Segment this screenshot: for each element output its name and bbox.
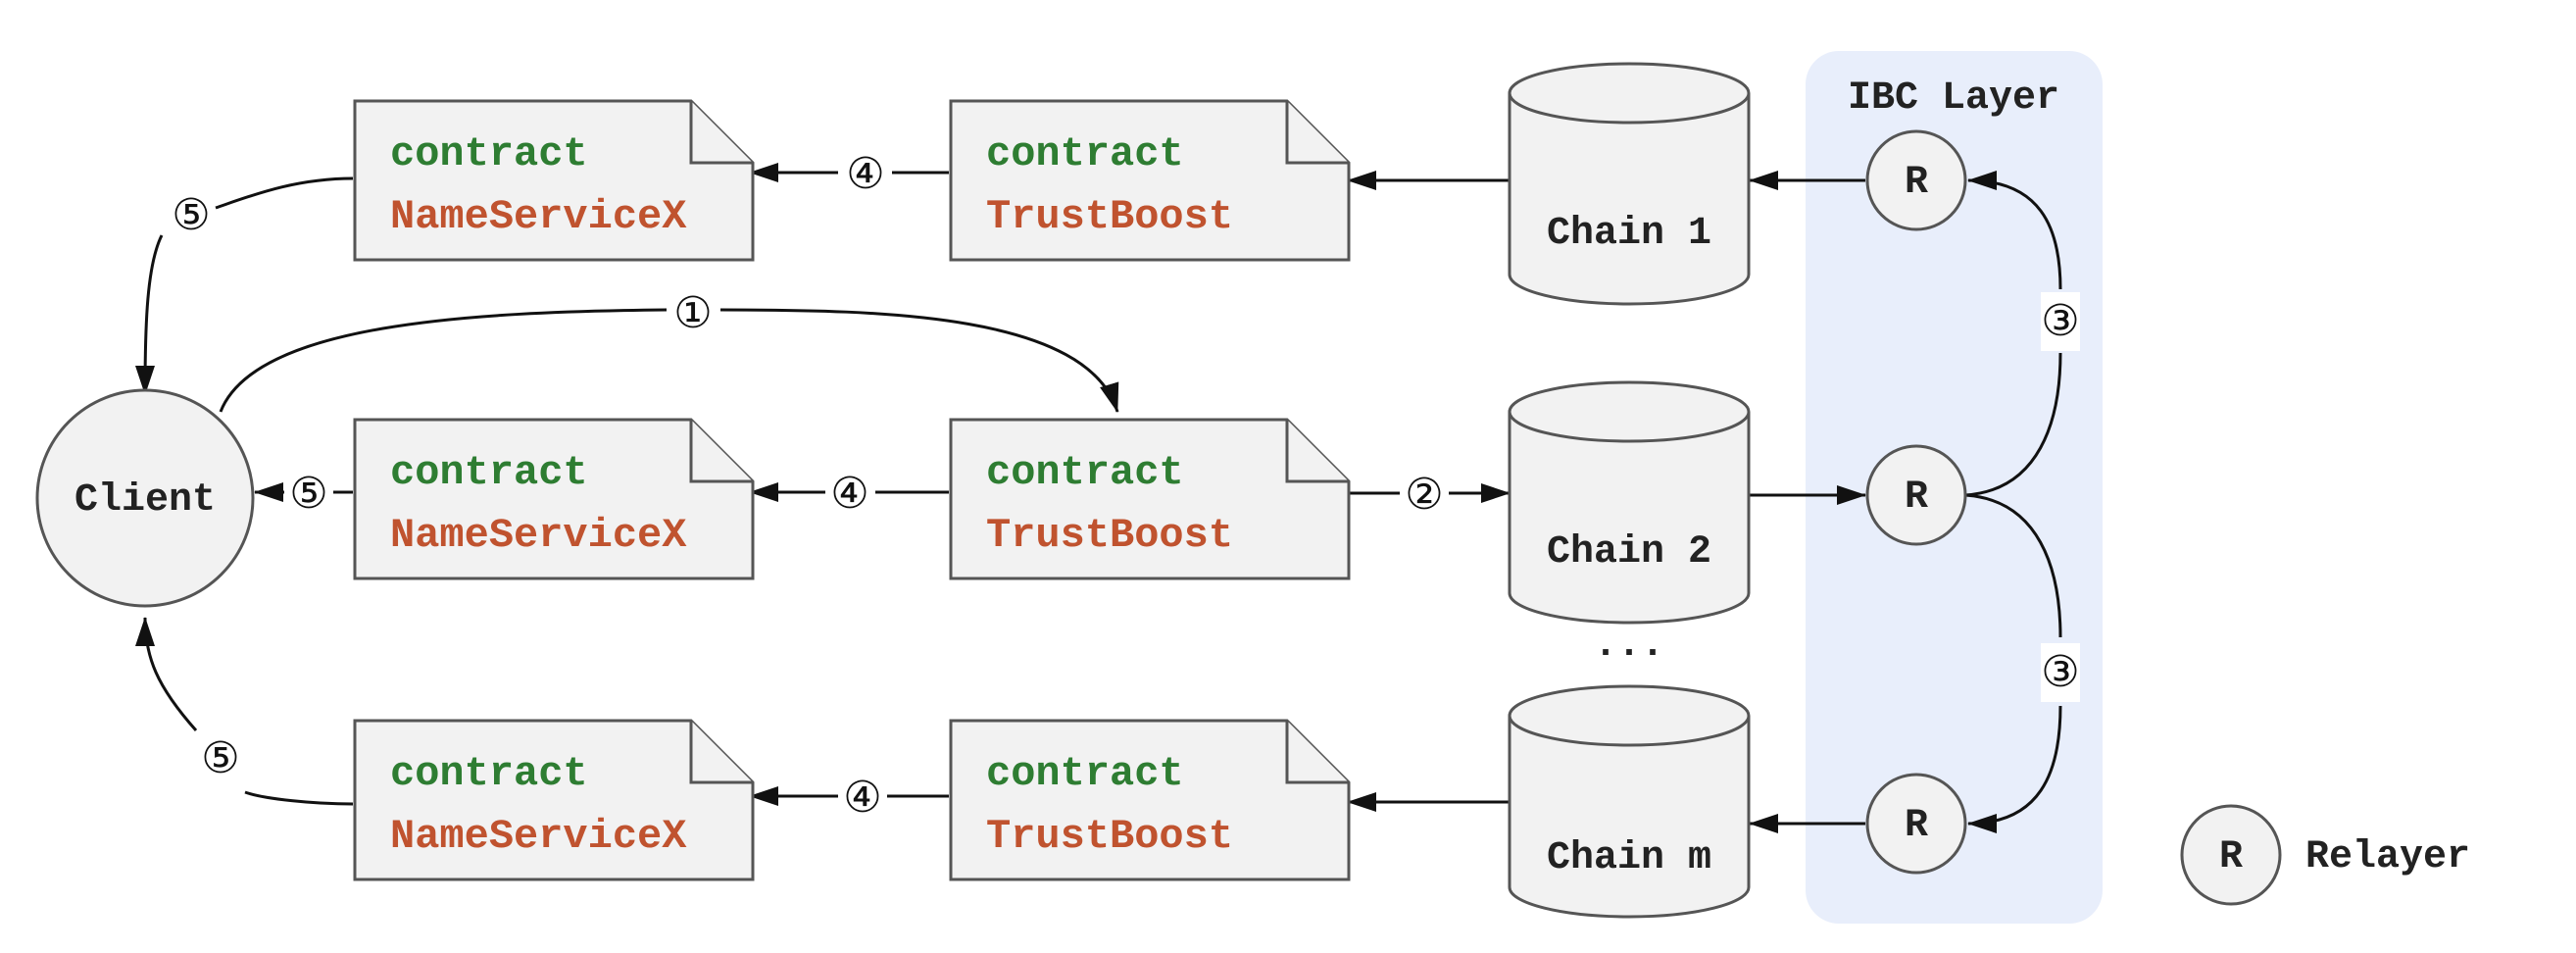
svg-text:③: ③ xyxy=(2041,647,2079,697)
chain-1-cylinder: Chain 1 xyxy=(1508,62,1751,306)
client-node xyxy=(35,388,255,608)
contract-keyword: contract xyxy=(390,130,588,177)
trustboost-contract-1: contract TrustBoost xyxy=(949,99,1351,262)
step-marker-5-row2: ⑤ xyxy=(285,469,332,519)
step-marker-3-upper: ③ xyxy=(2041,292,2080,351)
step-marker-4-rowm: ④ xyxy=(839,773,886,823)
legend-symbol-text: R xyxy=(2219,835,2243,879)
trustboost-name: TrustBoost xyxy=(986,193,1233,240)
edge-relayer2-relayer1 xyxy=(1965,180,2062,497)
contract-keyword: contract xyxy=(986,750,1184,797)
relayer-m: R xyxy=(1865,773,1967,875)
svg-text:②: ② xyxy=(1405,470,1443,520)
contract-keyword: contract xyxy=(390,750,588,797)
svg-text:①: ① xyxy=(673,288,712,338)
step-marker-4-row2: ④ xyxy=(826,469,873,519)
trustboost-contract-m: contract TrustBoost xyxy=(949,719,1351,881)
nameservice-contract-2: contract NameServiceX xyxy=(353,418,755,580)
svg-text:⑤: ⑤ xyxy=(289,469,327,519)
step-marker-4-row1: ④ xyxy=(842,149,889,199)
chain-label: Chain 2 xyxy=(1547,530,1711,575)
step-marker-5-rowm: ⑤ xyxy=(197,733,244,783)
svg-text:④: ④ xyxy=(830,469,868,519)
relayer-1: R xyxy=(1865,129,1967,231)
chain-ellipsis: ... xyxy=(1594,624,1664,668)
relayer-symbol: R xyxy=(1905,804,1928,848)
nameservice-name: NameServiceX xyxy=(390,813,687,860)
step-marker-3-lower: ③ xyxy=(2041,643,2080,702)
chain-m-cylinder: Chain m xyxy=(1508,684,1751,919)
nameservice-name: NameServiceX xyxy=(390,512,687,559)
svg-text:④: ④ xyxy=(843,773,881,823)
trustboost-name: TrustBoost xyxy=(986,512,1233,559)
step-marker-5-row1: ⑤ xyxy=(168,190,215,240)
legend-relayer-symbol xyxy=(2180,804,2282,906)
contract-keyword: contract xyxy=(986,449,1184,496)
svg-text:⑤: ⑤ xyxy=(172,190,210,240)
contract-keyword: contract xyxy=(986,130,1184,177)
legend-label: Relayer xyxy=(2305,835,2470,879)
relayer-2: R xyxy=(1865,444,1967,546)
svg-text:④: ④ xyxy=(846,149,884,199)
chain-2-cylinder: Chain 2 xyxy=(1508,380,1751,625)
trustboost-name: TrustBoost xyxy=(986,813,1233,860)
svg-text:⑤: ⑤ xyxy=(201,733,239,783)
relayer-symbol: R xyxy=(1905,161,1928,205)
nameservice-name: NameServiceX xyxy=(390,193,687,240)
chain-label: Chain 1 xyxy=(1547,212,1711,256)
legend: R Relayer xyxy=(2180,804,2470,906)
relayer-symbol: R xyxy=(1905,476,1928,520)
edge-relayer2-relayerm xyxy=(1965,493,2062,824)
edge-client-trustboost2 xyxy=(219,308,1117,412)
client-label: Client xyxy=(74,478,216,523)
chain-label: Chain m xyxy=(1547,836,1711,880)
nameservice-contract-m: contract NameServiceX xyxy=(353,719,755,881)
step-marker-2: ② xyxy=(1401,470,1448,520)
svg-text:③: ③ xyxy=(2041,296,2079,346)
trustboost-contract-2: contract TrustBoost xyxy=(949,418,1351,580)
contract-keyword: contract xyxy=(390,449,588,496)
nameservice-contract-1: contract NameServiceX xyxy=(353,99,755,262)
step-marker-1: ① xyxy=(669,288,717,338)
edge-nameservicem-client xyxy=(145,618,354,806)
ibc-layer-title: IBC Layer xyxy=(1848,76,2059,121)
